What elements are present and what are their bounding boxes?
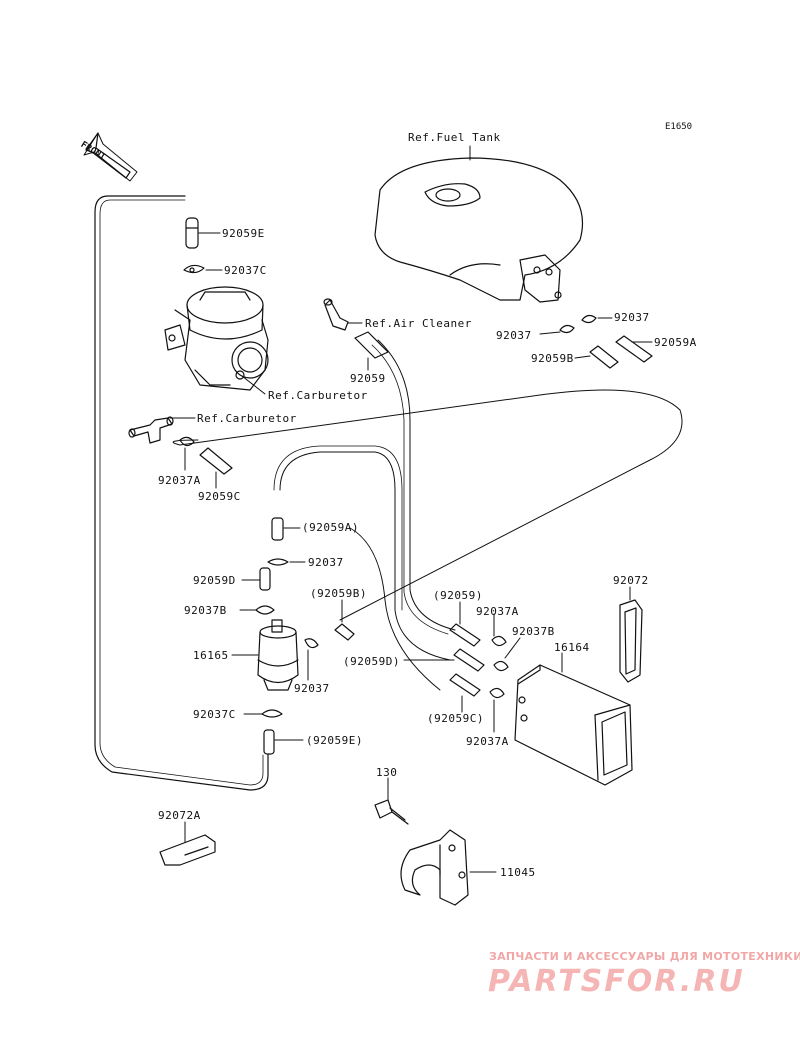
label-92037B: 92037B (184, 604, 227, 617)
label-92059B-paren: (92059B) (310, 587, 367, 600)
label-ref-carburetor-1: Ref.Carburetor (268, 389, 368, 402)
label-92059B: 92059B (531, 352, 574, 365)
clip-92037C-top (183, 264, 205, 274)
label-92037-right2: 92037 (496, 329, 532, 342)
bolt-130 (374, 799, 409, 825)
label-92059C: 92059C (198, 490, 241, 503)
label-92037-mid: 92037 (308, 556, 344, 569)
label-ref-fuel-tank: Ref.Fuel Tank (408, 131, 501, 144)
front-arrow-icon (83, 132, 138, 182)
hose-92059C-paren-right (449, 673, 481, 697)
clip-92037C-low (261, 709, 283, 718)
fuel-tank (374, 157, 584, 303)
label-92059E: 92059E (222, 227, 265, 240)
label-92072: 92072 (613, 574, 649, 587)
hose-92059A (615, 335, 653, 363)
clip-92037A-left (179, 436, 195, 447)
diagram-code: E1650 (665, 122, 693, 132)
label-92059D: 92059D (193, 574, 236, 587)
label-92037B-r: 92037B (512, 625, 555, 638)
air-cleaner-elbow (323, 298, 349, 331)
label-ref-air-cleaner: Ref.Air Cleaner (365, 317, 472, 330)
hose-92059B-paren (334, 623, 355, 641)
label-130: 130 (376, 766, 398, 779)
hose-92059D-paren-right (453, 648, 485, 672)
label-92059: 92059 (350, 372, 386, 385)
band-92072 (619, 599, 643, 683)
label-92072A: 92072A (158, 809, 201, 822)
hose-92059A-paren (271, 517, 284, 541)
watermark-logo: PARTSFOR.RU (488, 964, 745, 999)
label-92037-right: 92037 (614, 311, 650, 324)
clip-92037B (255, 605, 275, 615)
label-16165: 16165 (193, 649, 229, 662)
label-92037A-left: 92037A (158, 474, 201, 487)
hose-92059C (199, 447, 233, 475)
label-92059C-paren: (92059C) (427, 712, 484, 725)
label-92059-paren: (92059) (433, 589, 483, 602)
label-92059D-paren: (92059D) (343, 655, 400, 668)
bracket-11045 (400, 829, 469, 906)
label-16164: 16164 (554, 641, 590, 654)
hose-92059 (354, 331, 389, 359)
hose-92059D (259, 567, 271, 591)
label-92037A-r1: 92037A (476, 605, 519, 618)
t-fitting (128, 416, 174, 444)
label-92059A: 92059A (654, 336, 697, 349)
label-92037C-top: 92037C (224, 264, 267, 277)
label-92059A-paren: (92059A) (302, 521, 359, 534)
clip-92037-low (304, 638, 319, 649)
clip-92037-right2 (559, 324, 575, 334)
label-92059E-paren: (92059E) (306, 734, 363, 747)
clip-92037-mid (267, 558, 289, 566)
fuel-filter-16165 (257, 619, 299, 691)
label-11045: 11045 (500, 866, 536, 879)
label-92037C-low: 92037C (193, 708, 236, 721)
canister-16164 (514, 664, 633, 786)
label-92037A-r2: 92037A (466, 735, 509, 748)
label-92037-low: 92037 (294, 682, 330, 695)
bracket-92072A (159, 834, 216, 866)
label-ref-carburetor-2: Ref.Carburetor (197, 412, 297, 425)
hose-92059E (185, 217, 199, 249)
watermark-tagline: ЗАПЧАСТИ И АКСЕССУАРЫ ДЛЯ МОТОТЕХНИКИ (489, 950, 800, 963)
clips-92037-right-group (489, 635, 509, 699)
hose-left-loop (94, 195, 269, 791)
hose-92059-paren-right (449, 623, 481, 647)
clip-92037-right (581, 314, 597, 324)
hose-92059B (589, 345, 619, 369)
carburetor (164, 286, 269, 391)
hose-92059E-paren (263, 729, 275, 755)
